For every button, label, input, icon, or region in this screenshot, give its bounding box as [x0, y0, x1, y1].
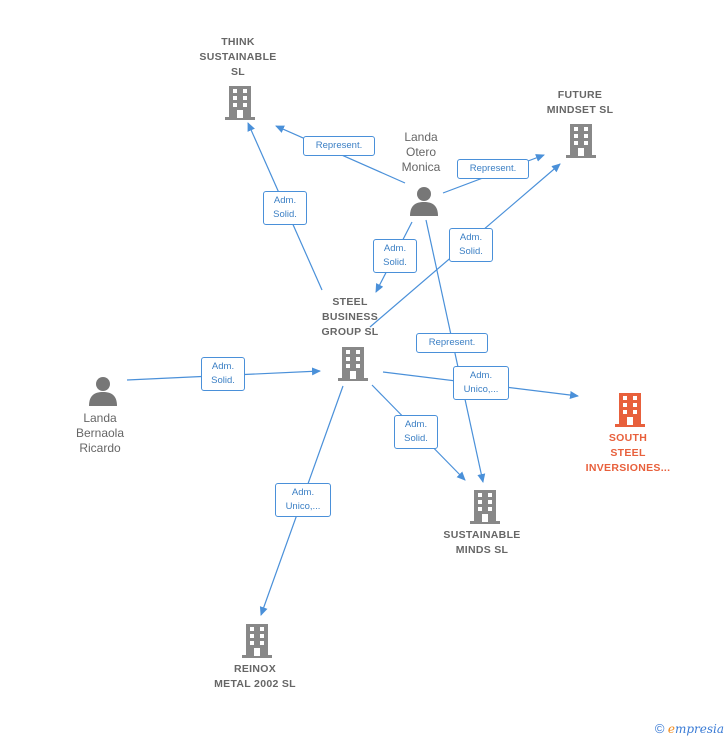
brand-name: mpresia [674, 722, 724, 736]
edge-label-steel-reinox[interactable]: Adm. Unico,... [275, 483, 331, 517]
node-label-landa-otero-monica: Landa Otero Monica [401, 130, 441, 174]
node-label-reinox-metal-2002: REINOX METAL 2002 SL [214, 663, 296, 690]
copyright-symbol: © [654, 721, 665, 736]
node-label-steel-business-group: STEEL BUSINESS GROUP SL [321, 296, 379, 338]
empresia-logo: © empresia [655, 721, 724, 736]
node-label-sustainable-minds: SUSTAINABLE MINDS SL [443, 529, 521, 556]
person-icon[interactable] [88, 376, 118, 406]
edge-label-otero-future[interactable]: Represent. [457, 159, 529, 179]
edge-label-otero-steel[interactable]: Adm. Solid. [373, 239, 417, 273]
node-label-future-mindset: FUTURE MINDSET SL [546, 89, 614, 116]
edge-label-steel-think[interactable]: Adm. Solid. [263, 191, 307, 225]
building-icon[interactable] [225, 86, 255, 120]
node-label-think-sustainable: THINK SUSTAINABLE SL [199, 36, 277, 78]
node-label-landa-bernaola-ricardo: Landa Bernaola Ricardo [75, 411, 125, 455]
person-icon[interactable] [409, 186, 439, 216]
edge-label-bernaola-steel[interactable]: Adm. Solid. [201, 357, 245, 391]
edge-label-otero-sustainable[interactable]: Represent. [416, 333, 488, 353]
edge-label-steel-sustainable[interactable]: Adm. Solid. [394, 415, 438, 449]
edge-label-steel-future[interactable]: Adm. Solid. [449, 228, 493, 262]
building-icon[interactable] [470, 490, 500, 524]
building-icon[interactable] [242, 624, 272, 658]
edge-label-steel-south[interactable]: Adm. Unico,... [453, 366, 509, 400]
node-label-south-steel-inversiones: SOUTH STEEL INVERSIONES... [585, 432, 671, 474]
brand-initial: e [667, 722, 675, 736]
building-icon[interactable] [338, 347, 368, 381]
building-icon[interactable] [566, 124, 596, 158]
edge-label-otero-think[interactable]: Represent. [303, 136, 375, 156]
building-icon[interactable] [615, 393, 645, 427]
